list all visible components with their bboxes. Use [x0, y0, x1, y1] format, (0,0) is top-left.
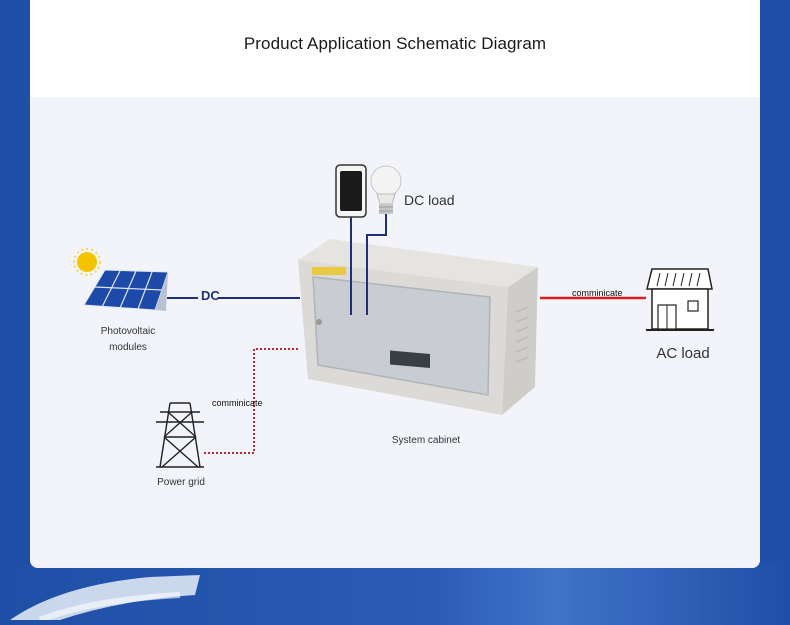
- header: Product Application Schematic Diagram: [30, 0, 760, 97]
- phone-icon: [335, 164, 367, 218]
- bulb-dc-line: [366, 214, 387, 315]
- schematic-card: Product Application Schematic Diagram Ph…: [30, 0, 760, 568]
- light-bulb-icon: [370, 165, 402, 214]
- photovoltaic-label-line1: Photovoltaic: [101, 326, 155, 337]
- system-cabinet-label: System cabinet: [392, 435, 461, 446]
- dc-label: DC: [201, 288, 220, 303]
- sun-icon: [73, 248, 101, 276]
- ac-load-label: AC load: [656, 345, 709, 362]
- solar-panel-icon: [83, 269, 169, 311]
- dc-load-label: DC load: [404, 192, 455, 208]
- schematic-diagram: Photovoltaic modules DC: [73, 164, 714, 488]
- swoosh-graphic: [10, 575, 200, 620]
- page-title: Product Application Schematic Diagram: [243, 34, 547, 53]
- house-icon: [646, 268, 714, 331]
- system-cabinet-icon: [298, 239, 538, 415]
- photovoltaic-label-line2: modules: [109, 342, 147, 353]
- communicate-grid-label: comminicate: [212, 398, 263, 408]
- power-grid-tower-icon: [156, 402, 204, 468]
- diagram-panel: Photovoltaic modules DC: [30, 97, 760, 568]
- power-grid-label: Power grid: [157, 477, 205, 488]
- bottom-decoration: [0, 565, 790, 625]
- grid-line: [204, 348, 298, 454]
- communicate-ac-label: comminicate: [572, 288, 623, 298]
